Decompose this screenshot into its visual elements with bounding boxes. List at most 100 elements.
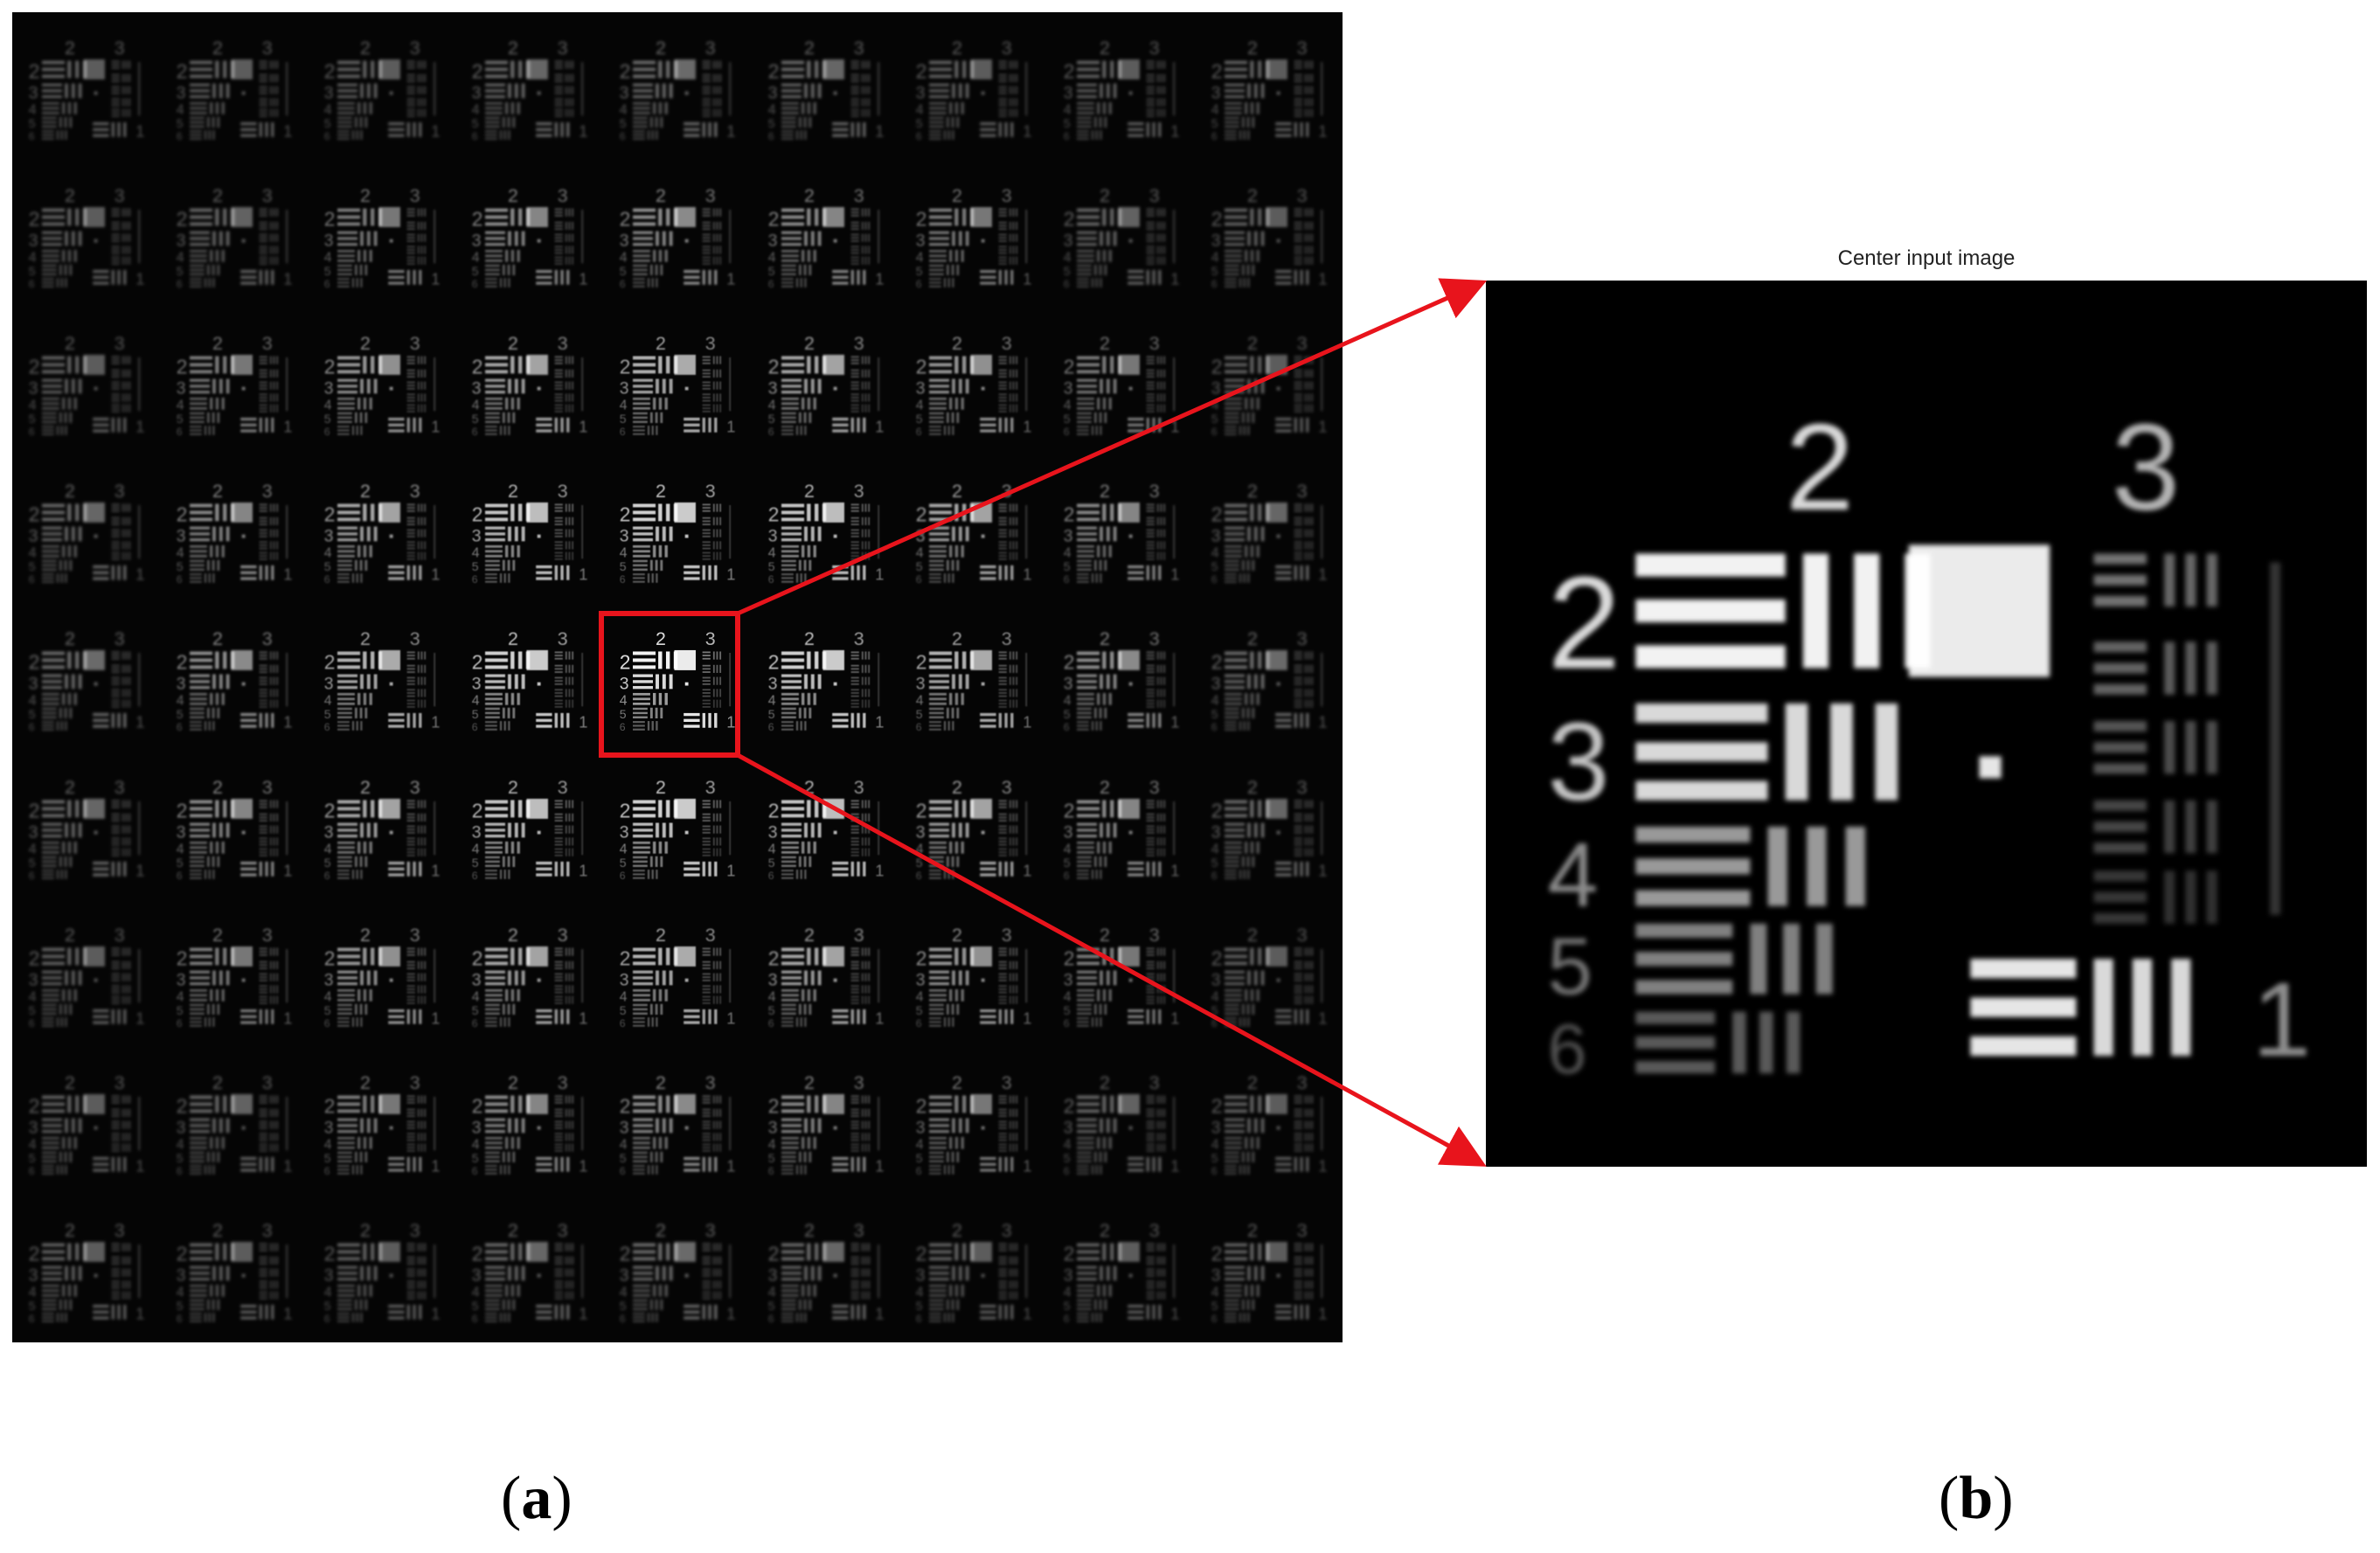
element-number-3: 3	[1211, 1118, 1221, 1137]
group-number-2: 2	[952, 628, 962, 649]
corner-element-1: 1	[1170, 713, 1179, 731]
element-number-6: 6	[324, 278, 330, 290]
element-number-4: 4	[620, 251, 628, 266]
element-number-4: 4	[767, 1286, 775, 1300]
element-number-4: 4	[29, 1137, 37, 1152]
element-number-2: 2	[29, 651, 40, 674]
corner-element-1: 1	[283, 1157, 292, 1175]
element-number-5: 5	[324, 1003, 331, 1017]
group-number-2: 2	[1247, 481, 1258, 502]
group-number-3: 3	[558, 776, 568, 797]
group-number-3: 3	[410, 333, 420, 354]
element-number-5: 5	[767, 264, 774, 278]
group-number-3: 3	[1297, 333, 1308, 354]
element-number-6: 6	[1063, 426, 1069, 438]
element-number-4: 4	[177, 103, 184, 118]
element-number-3: 3	[620, 675, 629, 694]
element-number-2: 2	[915, 799, 926, 822]
group-number-3: 3	[558, 924, 568, 945]
element-number-2: 2	[472, 1242, 483, 1265]
group-number-3: 3	[1148, 1220, 1159, 1241]
group-number-2: 2	[1247, 776, 1258, 797]
element-number-3: 3	[324, 83, 334, 102]
element-number-6: 6	[472, 278, 478, 290]
corner-element-1: 1	[875, 861, 884, 879]
element-number-3: 3	[1063, 1118, 1072, 1137]
group-number-3: 3	[853, 1072, 864, 1093]
group-number-3: 3	[705, 1220, 716, 1241]
element-number-3: 3	[177, 379, 186, 399]
element-number-4: 4	[29, 399, 37, 413]
element-number-5: 5	[177, 1003, 184, 1017]
group-number-3: 3	[410, 1072, 420, 1093]
element-number-6: 6	[1063, 869, 1069, 881]
element-number-6: 6	[620, 278, 626, 290]
group-number-3: 3	[410, 924, 420, 945]
element-number-3: 3	[767, 970, 777, 989]
group-number-2: 2	[804, 333, 815, 354]
element-number-3: 3	[1211, 231, 1221, 250]
corner-element-1: 1	[431, 1157, 440, 1175]
element-number-2: 2	[1063, 1242, 1074, 1265]
element-number-6: 6	[1063, 1313, 1069, 1325]
element-number-6: 6	[915, 1016, 921, 1029]
group-number-2: 2	[212, 924, 223, 945]
group-number-3: 3	[2112, 398, 2180, 536]
corner-element-1: 1	[875, 1009, 884, 1027]
element-number-3: 3	[324, 527, 334, 546]
element-number-5: 5	[324, 264, 331, 278]
element-number-2: 2	[324, 1242, 336, 1265]
group-number-3: 3	[114, 185, 125, 206]
element-number-6: 6	[620, 1016, 626, 1029]
element-number-3: 3	[324, 231, 334, 250]
group-number-2: 2	[508, 1072, 518, 1093]
group-number-2: 2	[656, 924, 666, 945]
element-number-5: 5	[177, 116, 184, 130]
element-number-6: 6	[29, 426, 35, 438]
element-number-6: 6	[1063, 1016, 1069, 1029]
group-number-2: 2	[65, 628, 75, 649]
element-number-6: 6	[1063, 573, 1069, 586]
element-number-2: 2	[1063, 503, 1074, 526]
corner-element-1: 1	[875, 713, 884, 731]
group-number-2: 2	[65, 776, 75, 797]
element-number-4: 4	[620, 546, 628, 561]
group-number-3: 3	[410, 1220, 420, 1241]
corner-element-1: 1	[875, 418, 884, 436]
group-number-3: 3	[558, 481, 568, 502]
group-number-3: 3	[1297, 1072, 1308, 1093]
element-number-5: 5	[29, 1299, 36, 1313]
element-number-5: 5	[767, 1151, 774, 1165]
element-number-3: 3	[1063, 1265, 1072, 1285]
corner-element-1: 1	[135, 122, 144, 141]
element-number-2: 2	[1063, 207, 1074, 230]
element-number-5: 5	[29, 1151, 36, 1165]
element-number-3: 3	[1063, 822, 1072, 842]
element-number-4: 4	[177, 251, 184, 266]
element-number-5: 5	[177, 264, 184, 278]
corner-element-1: 1	[1318, 861, 1327, 879]
group-number-2: 2	[65, 333, 75, 354]
corner-element-1: 1	[1318, 1157, 1327, 1175]
corner-element-1: 1	[135, 713, 144, 731]
element-number-4: 4	[472, 399, 480, 413]
corner-element-1: 1	[579, 1305, 588, 1323]
element-number-6: 6	[472, 869, 478, 881]
group-number-2: 2	[212, 628, 223, 649]
element-number-3: 3	[767, 527, 777, 546]
group-number-3: 3	[1297, 776, 1308, 797]
group-number-2: 2	[804, 38, 815, 59]
element-number-3: 3	[915, 527, 925, 546]
zoom-title: Center input image	[1837, 246, 2016, 270]
element-number-2: 2	[324, 1094, 336, 1117]
element-number-5: 5	[1211, 116, 1218, 130]
element-number-4: 4	[177, 399, 184, 413]
